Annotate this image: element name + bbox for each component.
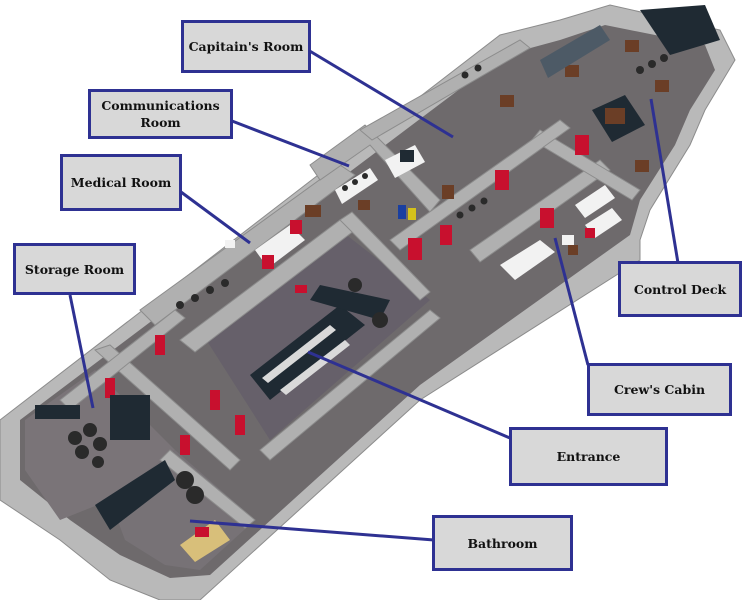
captains-items	[385, 64, 514, 220]
leader-crews-cabin	[553, 237, 590, 366]
control-deck-items	[540, 5, 720, 172]
crews-cabin-items	[500, 185, 622, 280]
doors	[105, 135, 589, 455]
medical-items	[176, 205, 321, 309]
leader-communications-room	[231, 119, 350, 168]
label-bathroom: Bathroom	[432, 515, 573, 571]
inner-walls	[59, 39, 641, 529]
leader-medical-room	[180, 190, 251, 245]
bathroom-items	[95, 460, 230, 562]
label-storage-room: Storage Room	[13, 243, 136, 295]
label-control-deck: Control Deck	[618, 261, 742, 317]
communications-items	[335, 168, 378, 210]
leader-entrance	[307, 350, 511, 440]
label-communications-room: Communications Room	[88, 89, 233, 139]
label-crews-cabin: Crew's Cabin	[587, 363, 732, 416]
leader-captains-room	[307, 48, 454, 139]
leader-bathroom	[189, 519, 435, 542]
entrance-items	[250, 278, 390, 400]
label-captains-room: Capitain's Room	[181, 20, 311, 73]
label-medical-room: Medical Room	[60, 154, 182, 211]
storage-items	[35, 395, 150, 468]
leader-lines	[68, 48, 680, 542]
label-entrance: Entrance	[509, 427, 668, 486]
leader-storage-room	[68, 294, 95, 409]
leader-control-deck	[649, 98, 680, 264]
